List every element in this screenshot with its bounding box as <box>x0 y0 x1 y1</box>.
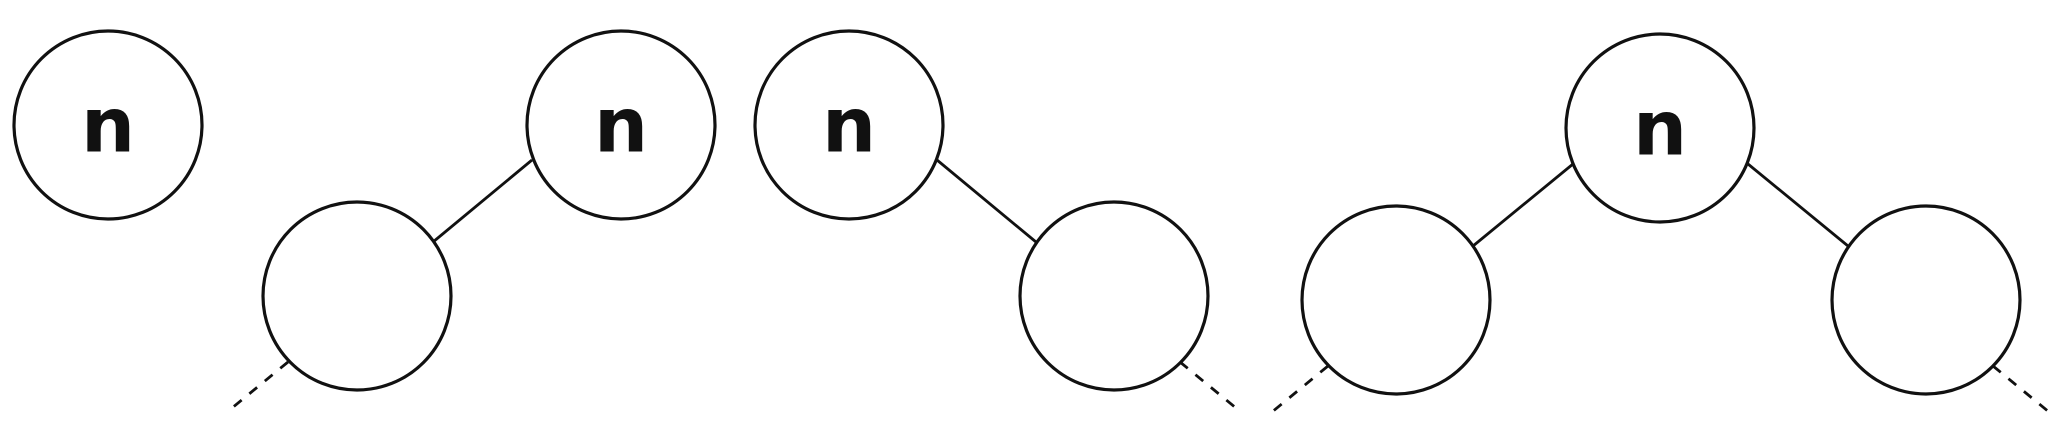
edge-left-subtree <box>1271 364 1329 414</box>
edge-root-left <box>432 158 533 244</box>
node-root <box>753 29 945 221</box>
edge-root-left <box>1472 162 1574 248</box>
node-root <box>1564 32 1756 224</box>
node-root-label: n <box>81 81 135 170</box>
edge-right-subtree <box>1179 360 1237 410</box>
node-root-label: n <box>1633 84 1687 173</box>
edge-right-subtree <box>1992 364 2050 414</box>
case-two-children: n <box>1271 32 2050 414</box>
node-root <box>525 29 717 221</box>
case-single-node: n <box>12 29 204 221</box>
node-left-child <box>261 200 453 392</box>
node-left-child <box>1300 204 1492 396</box>
node-root-label: n <box>822 81 876 170</box>
node-right-child <box>1830 204 2022 396</box>
case-right-child: n <box>753 29 1237 410</box>
edge-root-right <box>1747 162 1849 248</box>
edge-root-right <box>936 158 1037 244</box>
node-root-label: n <box>594 81 648 170</box>
case-left-child: n <box>231 29 717 410</box>
node-root <box>12 29 204 221</box>
edge-left-subtree <box>231 360 289 410</box>
node-right-child <box>1018 200 1210 392</box>
